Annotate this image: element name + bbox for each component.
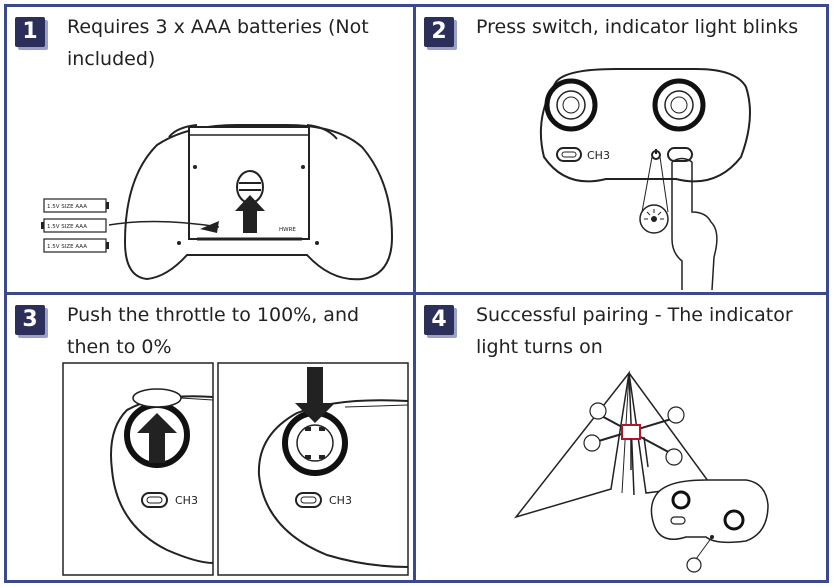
step-3-number: 3 (15, 305, 45, 335)
step-1-caption: Requires 3 x AAA batteries (Not included… (67, 16, 369, 70)
throttle-illustration: CH3 CH3 (62, 362, 409, 576)
remote-battery-illustration: HWRE 1.5V SIZE AAA 1.5V SIZE AAA 1.5V SI… (41, 124, 394, 281)
step-2-panel: 2 Press switch, indicator light blinks C… (416, 7, 826, 292)
ch3-label: CH3 (587, 149, 610, 162)
step-3-ch3-label-left: CH3 (175, 494, 198, 507)
step-4-panel: 4 Successful pairing - The indicator lig… (416, 295, 826, 580)
vertical-divider (413, 4, 416, 583)
step-4-caption: Successful pairing - The indicator light… (476, 304, 793, 358)
step-1-number: 1 (15, 17, 45, 47)
paired-plane-illustration (513, 370, 769, 573)
battery-3: 1.5V SIZE AAA (43, 238, 109, 253)
step-3-panel: 3 Push the throttle to 100%, and then to… (7, 295, 413, 580)
battery-2: 1.5V SIZE AAA (41, 218, 107, 233)
step-2-number: 2 (424, 17, 454, 47)
battery-1-label: 1.5V SIZE AAA (47, 204, 87, 210)
step-4-number: 4 (424, 305, 454, 335)
battery-2-label: 1.5V SIZE AAA (47, 224, 87, 230)
step-1-panel: 1 Requires 3 x AAA batteries (Not includ… (7, 7, 413, 292)
horizontal-divider (4, 292, 829, 295)
step-3-caption: Push the throttle to 100%, and then to 0… (67, 304, 360, 358)
step-2-caption: Press switch, indicator light blinks (476, 16, 799, 38)
step-3-ch3-label-right: CH3 (329, 494, 352, 507)
battery-1: 1.5V SIZE AAA (43, 198, 109, 213)
svg-text:HWRE: HWRE (279, 227, 296, 233)
remote-power-illustration: CH3 (539, 68, 751, 291)
battery-3-label: 1.5V SIZE AAA (47, 244, 87, 250)
